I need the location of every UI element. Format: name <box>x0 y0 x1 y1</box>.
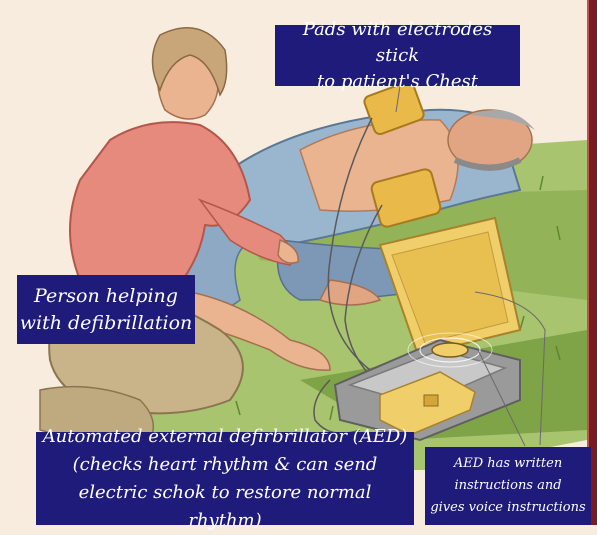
pads-label: Pads with electrodes stick to patient's … <box>275 25 520 86</box>
person-helping-label: Person helping with defibrillation <box>17 275 195 344</box>
aed-label: Automated external defirbrillator (AED) … <box>36 432 414 525</box>
aed-instructions-label: AED has written instructions and gives v… <box>425 447 591 525</box>
